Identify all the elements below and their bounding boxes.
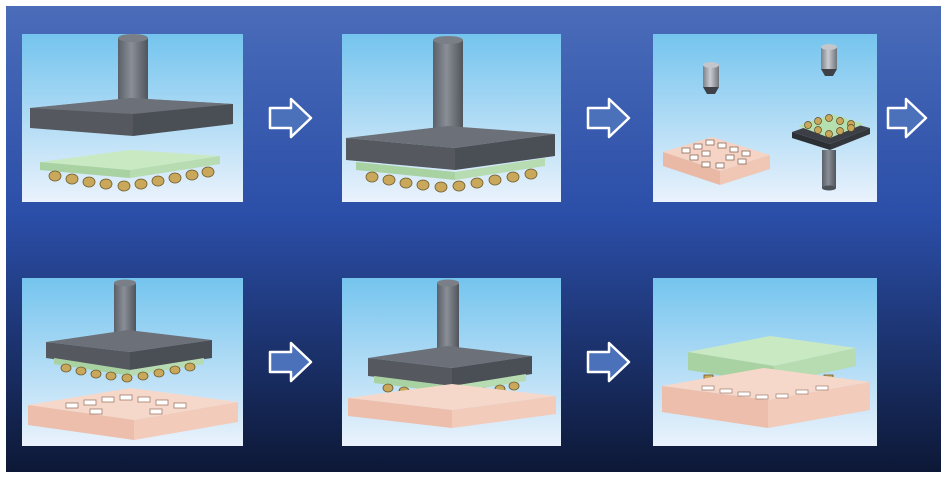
dispenser-icon — [821, 44, 837, 76]
right-arrow-icon — [886, 97, 928, 139]
panel-dispense-and-flip — [653, 34, 877, 202]
panel-tool-above-chip — [22, 34, 243, 202]
right-arrow-icon — [268, 97, 313, 139]
right-arrow-icon — [268, 341, 313, 383]
right-arrow-icon — [586, 97, 631, 139]
panel-bonding-press — [342, 278, 561, 446]
dispenser-icon — [703, 62, 719, 94]
panel-tool-holding-chip — [342, 34, 561, 202]
panel-chip-above-substrate — [22, 278, 243, 446]
right-arrow-icon — [586, 341, 631, 383]
panel-bonded-assembly — [653, 278, 877, 446]
